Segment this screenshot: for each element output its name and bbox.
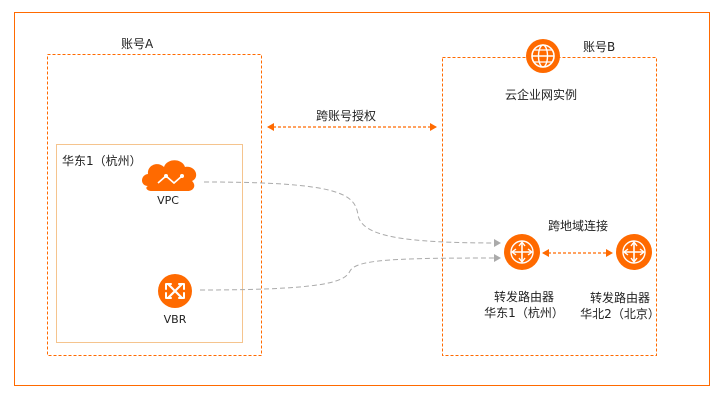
vbr-label: VBR [163, 313, 187, 326]
vpc-label: VPC [157, 194, 179, 207]
vbr-connector [199, 254, 501, 291]
tr-hangzhou-region: 华东1（杭州） [484, 306, 564, 320]
cross-account-label: 跨账号授权 [315, 109, 377, 123]
account-a-label: 账号A [121, 37, 154, 51]
tr-beijing-name: 转发路由器 [589, 291, 651, 305]
transit-router-icon-hangzhou [504, 234, 540, 270]
outer-frame [14, 12, 710, 386]
transit-router-icon-beijing [616, 234, 652, 270]
vpc-connector [203, 181, 501, 247]
tr-hangzhou-name: 转发路由器 [493, 290, 555, 304]
vbr-router-icon [158, 274, 192, 308]
region-a-label: 华东1（杭州） [62, 154, 142, 168]
cloud-icon [142, 160, 197, 191]
account-a-box [47, 54, 262, 356]
cross-region-label: 跨地域连接 [547, 219, 609, 233]
cen-label: 云企业网实例 [504, 88, 578, 102]
globe-icon [526, 39, 560, 73]
account-b-label: 账号B [583, 40, 616, 54]
tr-beijing-region: 华北2（北京） [580, 307, 660, 321]
region-a-box [56, 144, 243, 343]
